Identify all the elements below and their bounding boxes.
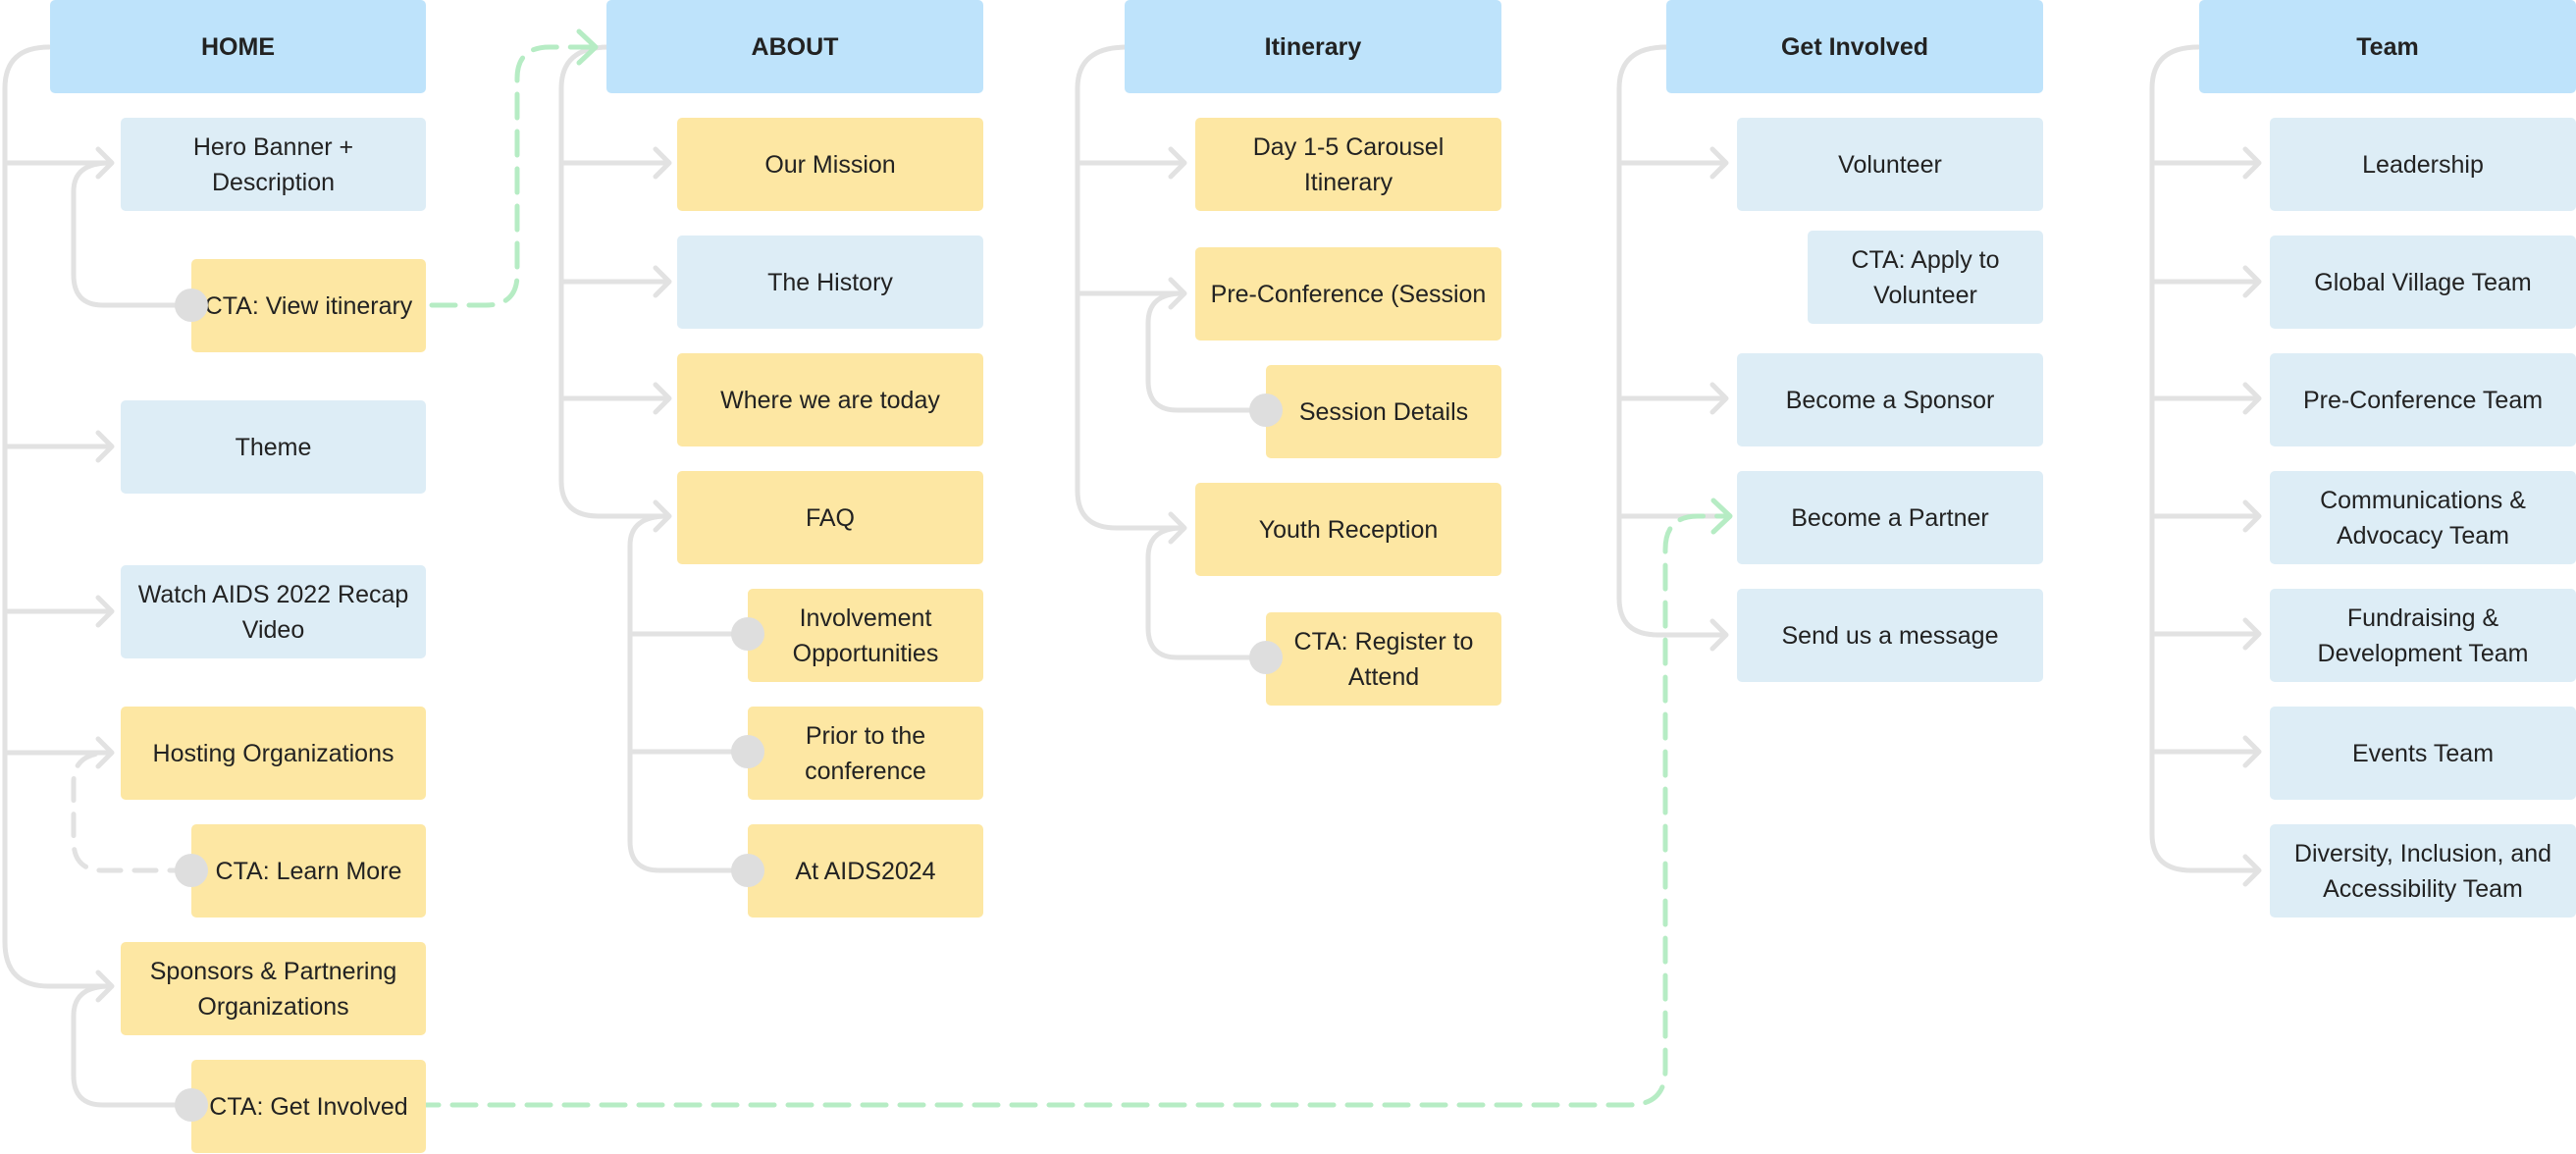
get-involved-trunk: [1616, 44, 1727, 638]
connector-dot: [1249, 641, 1283, 674]
about-involvement-opportunities[interactable]: Involvement Opportunities: [748, 589, 983, 682]
connector-dot: [731, 735, 764, 768]
get-involved-volunteer[interactable]: Volunteer: [1737, 118, 2043, 211]
team-trunk: [2149, 44, 2260, 873]
connector-dot: [175, 854, 208, 887]
itinerary-day-carousel[interactable]: Day 1-5 Carousel Itinerary: [1195, 118, 1501, 211]
get-involved-cta-apply[interactable]: CTA: Apply to Volunteer: [1808, 231, 2043, 324]
get-involved-header[interactable]: Get Involved: [1666, 0, 2043, 93]
home-cta-view-itinerary[interactable]: CTA: View itinerary: [191, 259, 426, 352]
about-where-we-are-today[interactable]: Where we are today: [677, 353, 983, 446]
team-global-village[interactable]: Global Village Team: [2270, 236, 2576, 329]
home-sub-hero: [71, 160, 194, 308]
itinerary-cta-register[interactable]: CTA: Register to Attend: [1266, 612, 1501, 706]
home-hero-banner[interactable]: Hero Banner + Description: [121, 118, 426, 211]
about-faq[interactable]: FAQ: [677, 471, 983, 564]
home-theme[interactable]: Theme: [121, 400, 426, 494]
about-our-mission[interactable]: Our Mission: [677, 118, 983, 211]
get-involved-become-sponsor[interactable]: Become a Sponsor: [1737, 353, 2043, 446]
connector-dot: [1249, 393, 1283, 427]
get-involved-become-partner[interactable]: Become a Partner: [1737, 471, 2043, 564]
link-view-itinerary-to-about: [429, 44, 597, 308]
connector-dot: [175, 288, 208, 322]
itinerary-trunk: [1075, 44, 1185, 531]
team-communications-advocacy[interactable]: Communications & Advocacy Team: [2270, 471, 2576, 564]
team-fundraising-development[interactable]: Fundraising & Development Team: [2270, 589, 2576, 682]
about-trunk: [558, 44, 670, 519]
connector-dot: [175, 1088, 208, 1122]
home-header[interactable]: HOME: [50, 0, 426, 93]
team-events[interactable]: Events Team: [2270, 707, 2576, 800]
itinerary-header[interactable]: Itinerary: [1125, 0, 1501, 93]
about-header[interactable]: ABOUT: [606, 0, 983, 93]
about-the-history[interactable]: The History: [677, 236, 983, 329]
itinerary-session-details[interactable]: Session Details: [1266, 365, 1501, 458]
itinerary-youth-reception[interactable]: Youth Reception: [1195, 483, 1501, 576]
itinerary-pre-conference[interactable]: Pre-Conference (Session: [1195, 247, 1501, 341]
link-get-involved-to-partner: [188, 513, 1732, 1108]
team-leadership[interactable]: Leadership: [2270, 118, 2576, 211]
team-header[interactable]: Team: [2199, 0, 2576, 93]
home-recap-video[interactable]: Watch AIDS 2022 Recap Video: [121, 565, 426, 658]
home-cta-get-involved[interactable]: CTA: Get Involved: [191, 1060, 426, 1153]
home-trunk: [2, 44, 113, 989]
home-hosting-organizations[interactable]: Hosting Organizations: [121, 707, 426, 800]
team-diversity-inclusion[interactable]: Diversity, Inclusion, and Accessibility …: [2270, 824, 2576, 918]
about-prior-to-conference[interactable]: Prior to the conference: [748, 707, 983, 800]
team-pre-conference[interactable]: Pre-Conference Team: [2270, 353, 2576, 446]
connector-dot: [731, 617, 764, 651]
home-sub-hosting: [71, 750, 194, 873]
home-cta-learn-more[interactable]: CTA: Learn More: [191, 824, 426, 918]
about-at-aids2024[interactable]: At AIDS2024: [748, 824, 983, 918]
connector-dot: [731, 854, 764, 887]
home-sub-sponsors: [71, 983, 194, 1108]
get-involved-send-message[interactable]: Send us a message: [1737, 589, 2043, 682]
home-sponsors-partnering[interactable]: Sponsors & Partnering Organizations: [121, 942, 426, 1035]
